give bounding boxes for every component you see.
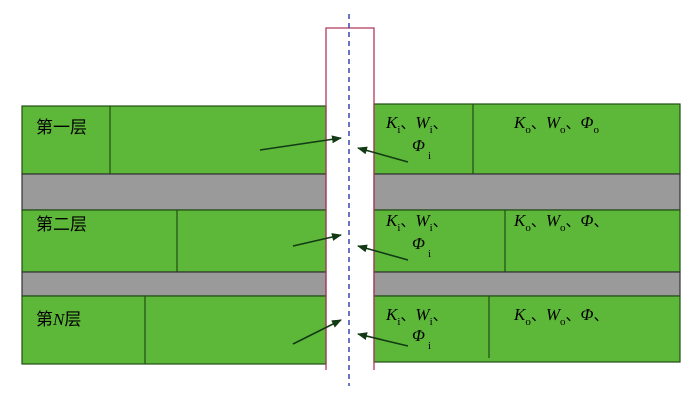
layer-1-inner-line-2: Φi	[412, 136, 431, 162]
layer-2-inner-params: Ki、Wi、 Φi	[385, 211, 448, 260]
layer-2-right	[373, 209, 681, 273]
arrow-right-layer-2	[357, 244, 409, 261]
layer-n-outer-params: Ko、Wo、Φ、	[513, 305, 609, 328]
arrow-left-layer-n	[292, 319, 342, 345]
layer-1-left	[21, 105, 327, 175]
shale-2-right	[373, 271, 681, 297]
layer-2-outer-params: Ko、Wo、Φ、	[513, 211, 609, 234]
left-arrows	[259, 135, 342, 345]
layer-n-inner-line-2: Φi	[412, 326, 431, 352]
arrow-right-layer-n	[357, 332, 409, 347]
arrow-left-layer-2	[292, 233, 342, 247]
layer-2-inner-line-2: Φi	[412, 234, 431, 260]
shale-2-left	[21, 271, 327, 297]
arrow-right-layer-1	[357, 146, 409, 163]
shale-1-left	[21, 173, 327, 211]
arrow-left-layer-1	[259, 135, 342, 151]
layer-n-left	[21, 295, 327, 365]
wellbore	[325, 14, 375, 386]
layer-1-name: 第一层	[36, 118, 87, 137]
layer-1-outer-params: Ko、Wo、Φo	[513, 113, 600, 136]
layer-2-inner-line-1: Ki、Wi、	[385, 211, 448, 234]
layer-n-name: 第N层	[36, 310, 81, 329]
right-arrows	[357, 146, 409, 347]
casing-outline	[325, 27, 375, 370]
layer-1-inner-line-1: Ki、Wi、	[385, 113, 448, 136]
right-formation	[373, 103, 681, 363]
layer-n-right	[373, 295, 681, 363]
layer-n-inner-params: Ki、Wi、 Φi	[385, 305, 448, 352]
shale-1-right	[373, 173, 681, 211]
layer-1-inner-params: Ki、Wi、 Φi	[385, 113, 448, 162]
layer-2-name: 第二层	[36, 215, 87, 234]
layer-n-inner-line-1: Ki、Wi、	[385, 305, 448, 328]
